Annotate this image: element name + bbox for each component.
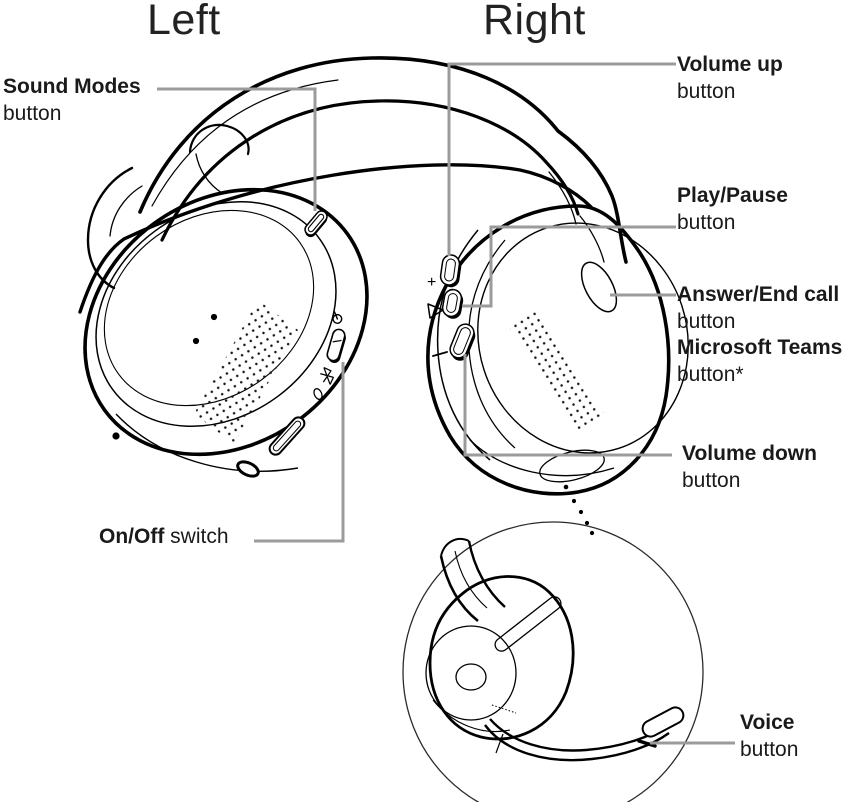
battery-indicator-icon bbox=[313, 388, 323, 400]
sound-modes-label: Sound Modes button bbox=[3, 75, 141, 125]
answer-end-call-label: Answer/End call button Microsoft Teams b… bbox=[677, 283, 843, 386]
on-off-label: On/Off switch bbox=[99, 525, 229, 548]
inset-circle bbox=[402, 521, 704, 802]
zoom-trail-dots bbox=[563, 484, 595, 536]
audio-jack-dot bbox=[112, 432, 120, 440]
play-triangle-icon bbox=[427, 303, 444, 319]
charge-port bbox=[268, 416, 306, 456]
on-off-leader bbox=[254, 362, 345, 543]
jack-oval bbox=[236, 460, 260, 478]
play-pause-button bbox=[441, 288, 464, 319]
volume-up-leader bbox=[447, 62, 676, 256]
play-pause-leader bbox=[462, 225, 676, 308]
headband bbox=[78, 56, 628, 314]
volume-up-label: Volume up button bbox=[677, 53, 783, 103]
boom-mic bbox=[484, 706, 685, 762]
left-title: Left bbox=[147, 0, 221, 44]
voice-label: Voice button bbox=[740, 711, 799, 761]
speaker-dot-texture bbox=[508, 310, 606, 433]
leader-lines bbox=[157, 62, 735, 745]
sound-modes-leader bbox=[157, 87, 317, 211]
sound-modes-button bbox=[304, 210, 328, 238]
microsoft-teams-label: Microsoft Teams bbox=[677, 336, 843, 359]
voice-button bbox=[637, 739, 657, 748]
volume-down-button bbox=[449, 323, 476, 361]
volume-down-leader bbox=[463, 354, 672, 457]
minus-icon bbox=[432, 351, 448, 357]
mic-hole-dot bbox=[192, 337, 200, 345]
volume-down-label: Volume down button bbox=[682, 442, 817, 492]
mic-hole-dot bbox=[210, 313, 218, 321]
speaker-dot-texture bbox=[194, 300, 298, 444]
left-earcup bbox=[83, 187, 369, 478]
inset-zoom-view bbox=[402, 521, 704, 802]
right-title: Right bbox=[483, 0, 586, 44]
answer-end-call-button bbox=[580, 261, 618, 313]
bluetooth-icon bbox=[320, 366, 334, 385]
power-icon bbox=[332, 311, 343, 324]
cushion-fold bbox=[539, 449, 605, 483]
volume-up-button bbox=[439, 254, 462, 288]
plus-icon: + bbox=[427, 274, 436, 291]
on-off-switch bbox=[326, 328, 346, 364]
play-pause-label: Play/Pause button bbox=[677, 184, 788, 234]
